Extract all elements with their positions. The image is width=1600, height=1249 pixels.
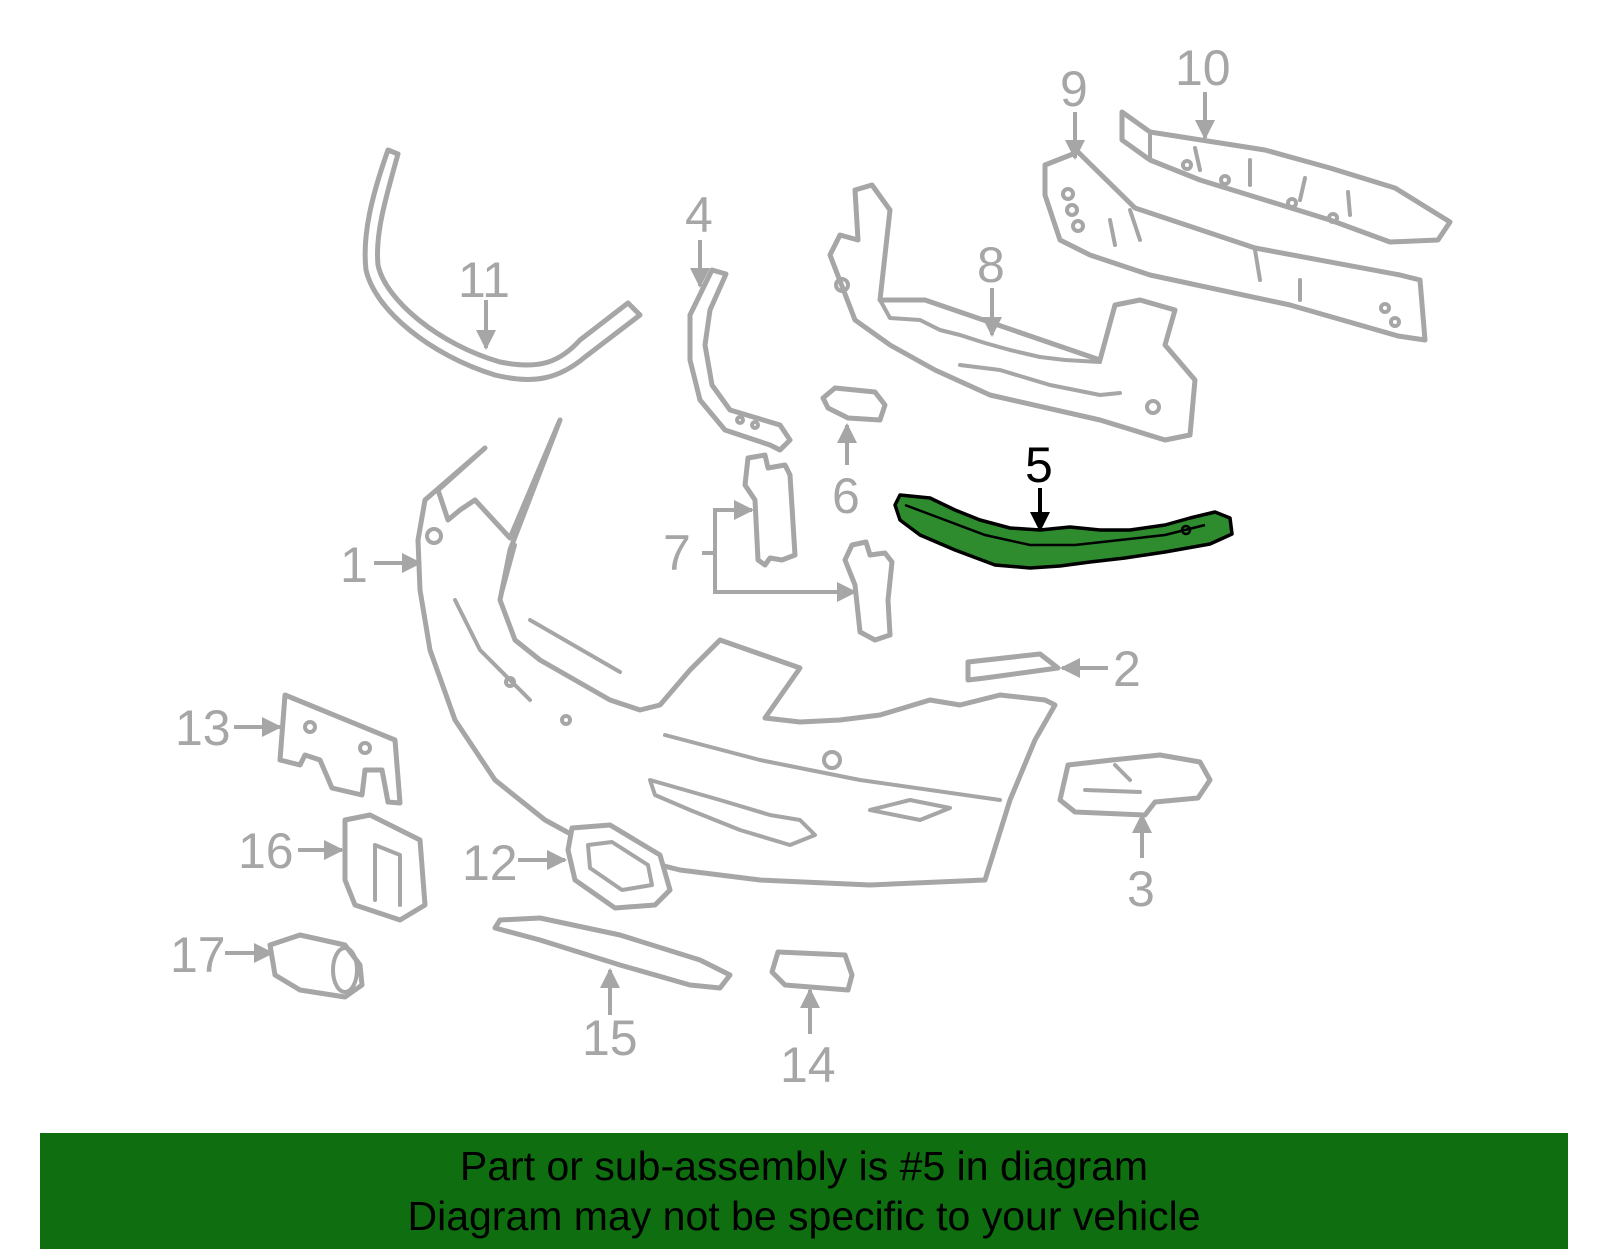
callout-1: 1: [340, 537, 368, 593]
part-4-bracket[interactable]: [687, 267, 793, 453]
info-banner: Part or sub-assembly is #5 in diagram Di…: [40, 1133, 1568, 1249]
part-10-absorber[interactable]: [1119, 109, 1453, 245]
callout-8: 8: [977, 237, 1005, 293]
callout-9: 9: [1060, 61, 1088, 117]
callout-2: 2: [1113, 641, 1141, 697]
callout-5: 5: [1025, 437, 1053, 493]
banner-line-1: Part or sub-assembly is #5 in diagram: [459, 1143, 1149, 1189]
part-16-module[interactable]: [342, 812, 428, 923]
part-17-sensor[interactable]: [267, 932, 365, 1000]
callout-11: 11: [458, 252, 510, 308]
callout-15: 15: [582, 1010, 638, 1066]
part-7-brackets[interactable]: [742, 452, 895, 643]
callout-13: 13: [175, 700, 231, 756]
banner-line-2: Diagram may not be specific to your vehi…: [407, 1193, 1201, 1239]
callout-4: 4: [685, 187, 713, 243]
part-14-cover[interactable]: [769, 949, 855, 993]
callout-17: 17: [170, 927, 226, 983]
callout-10: 10: [1175, 40, 1231, 96]
part-3-bracket[interactable]: [1057, 752, 1213, 818]
part-12-grille-insert[interactable]: [565, 822, 673, 911]
callout-6: 6: [832, 468, 860, 524]
callout-3: 3: [1127, 861, 1155, 917]
part-5-guide-highlighted[interactable]: [893, 493, 1234, 570]
part-15-molding[interactable]: [492, 915, 733, 991]
part-11-trim-strip[interactable]: [362, 147, 643, 382]
callout-16: 16: [238, 823, 294, 879]
part-9-reinforcement[interactable]: [1042, 149, 1428, 343]
part-2-bracket[interactable]: [965, 651, 1061, 683]
callout-labels: 1 2 3 4 5 6 7 8 9 10 11 12 13 14 15 16 1…: [170, 40, 1231, 1093]
part-6-clip[interactable]: [820, 385, 888, 423]
part-8-absorber[interactable]: [827, 182, 1198, 443]
callout-12: 12: [462, 835, 518, 891]
callout-7: 7: [663, 525, 691, 581]
part-13-plate-bracket[interactable]: [277, 692, 403, 806]
callout-14: 14: [780, 1037, 836, 1093]
part-1-bumper-cover[interactable]: [415, 417, 1058, 888]
leader-lines: [225, 92, 1215, 1034]
